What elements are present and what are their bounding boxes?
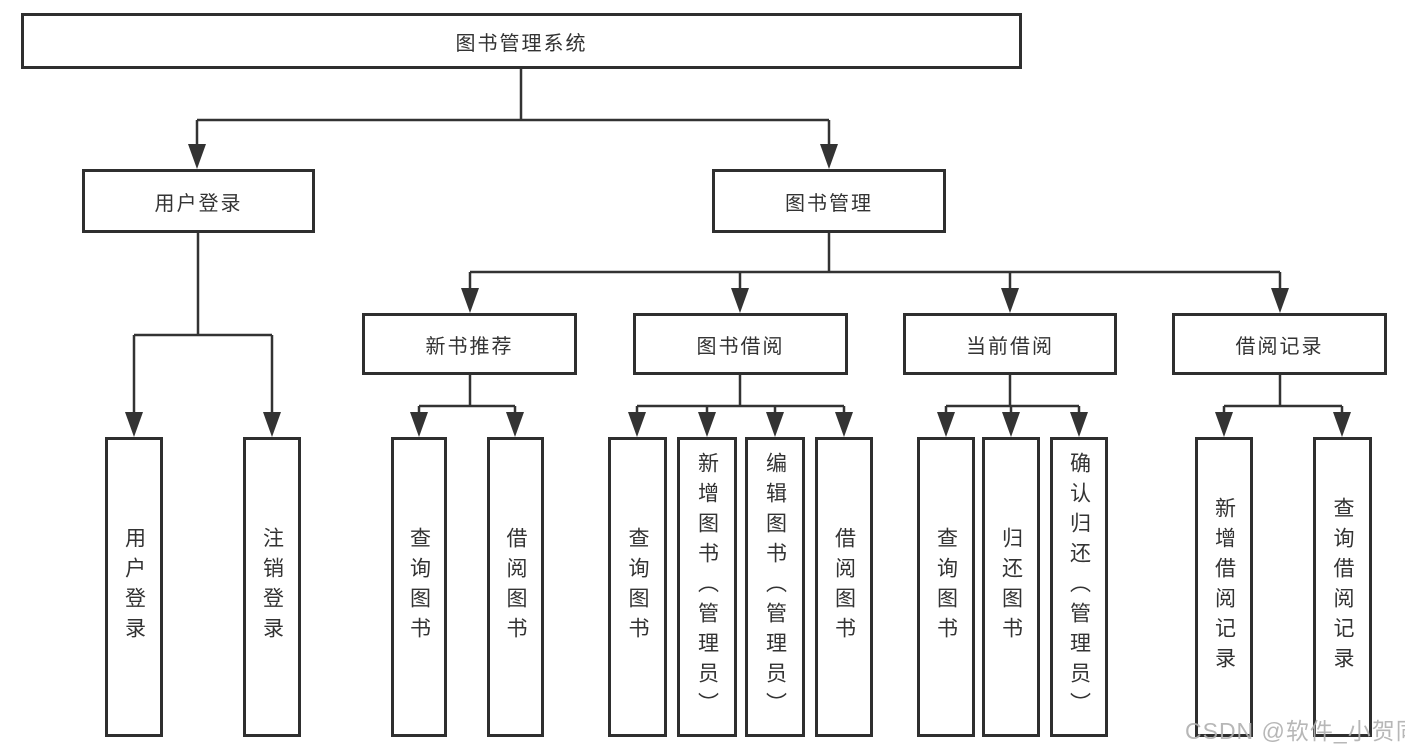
arrowhead	[410, 412, 428, 437]
connector-book-borrow-to-leaves	[635, 375, 846, 412]
leaf-add-borrow-record-label: 新增借阅记录	[1212, 497, 1236, 677]
leaf-query-books-3-label: 查询图书	[934, 527, 958, 647]
node-current-borrow-label: 当前借阅	[966, 335, 1054, 358]
arrowhead	[263, 412, 281, 437]
arrowheads	[125, 144, 1351, 437]
node-book-borrow-label: 图书借阅	[696, 335, 785, 358]
node-new-book-recommend: 新书推荐	[362, 313, 577, 375]
leaf-borrow-books-2: 借阅图书	[815, 437, 873, 737]
leaf-query-books-1-label: 查询图书	[407, 527, 431, 647]
leaf-logout-label: 注销登录	[260, 527, 284, 647]
leaf-user-login-label: 用户登录	[122, 527, 146, 647]
leaf-return-books: 归还图书	[982, 437, 1040, 737]
arrowhead	[1002, 412, 1020, 437]
arrowhead	[698, 412, 716, 437]
leaf-logout: 注销登录	[243, 437, 301, 737]
connector-user-login-to-leaves	[132, 233, 274, 412]
node-new-book-recommend-label: 新书推荐	[425, 335, 514, 358]
leaf-add-books-admin-label: 新增图书（管理员）	[695, 452, 719, 722]
connector-current-borrow-to-leaves	[944, 375, 1081, 412]
arrowhead	[125, 412, 143, 437]
arrowhead	[766, 412, 784, 437]
leaf-query-borrow-record: 查询借阅记录	[1313, 437, 1372, 737]
leaf-add-borrow-record: 新增借阅记录	[1195, 437, 1253, 737]
node-book-management-label: 图书管理	[785, 192, 873, 215]
arrowhead	[937, 412, 955, 437]
arrowhead	[461, 288, 479, 313]
leaf-query-books-2-label: 查询图书	[626, 527, 649, 647]
connector-root-to-level2	[195, 69, 831, 144]
leaf-query-borrow-record-label: 查询借阅记录	[1331, 497, 1354, 677]
arrowhead	[628, 412, 646, 437]
leaf-query-books-2: 查询图书	[608, 437, 667, 737]
node-library-system: 图书管理系统	[21, 13, 1022, 69]
leaf-confirm-return-admin: 确认归还（管理员）	[1050, 437, 1108, 737]
leaf-edit-books-admin: 编辑图书（管理员）	[745, 437, 805, 737]
node-borrow-records-label: 借阅记录	[1235, 335, 1324, 358]
connector-borrow-records-to-leaves	[1222, 375, 1344, 412]
arrowhead	[1333, 412, 1351, 437]
leaf-return-books-label: 归还图书	[999, 527, 1023, 647]
leaf-borrow-books-1: 借阅图书	[487, 437, 544, 737]
leaf-user-login: 用户登录	[105, 437, 163, 737]
leaf-query-books-1: 查询图书	[391, 437, 447, 737]
arrowhead	[731, 288, 749, 313]
connector-book-mgmt-to-level3	[468, 233, 1282, 288]
node-borrow-records: 借阅记录	[1172, 313, 1387, 375]
arrowhead	[1215, 412, 1233, 437]
arrowhead	[506, 412, 524, 437]
leaf-confirm-return-admin-label: 确认归还（管理员）	[1067, 452, 1091, 722]
connector-new-books-to-leaves	[417, 375, 517, 412]
leaf-edit-books-admin-label: 编辑图书（管理员）	[763, 452, 787, 722]
leaf-borrow-books-2-label: 借阅图书	[832, 527, 856, 647]
arrowhead	[820, 144, 838, 169]
arrowhead	[835, 412, 853, 437]
leaf-add-books-admin: 新增图书（管理员）	[677, 437, 737, 737]
node-book-management: 图书管理	[712, 169, 946, 233]
arrowhead	[1271, 288, 1289, 313]
arrowhead	[188, 144, 206, 169]
leaf-query-books-3: 查询图书	[917, 437, 975, 737]
leaf-borrow-books-1-label: 借阅图书	[504, 527, 527, 647]
node-current-borrow: 当前借阅	[903, 313, 1117, 375]
node-book-borrow: 图书借阅	[633, 313, 848, 375]
arrowhead	[1070, 412, 1088, 437]
node-library-system-label: 图书管理系统	[455, 32, 588, 55]
arrowhead	[1001, 288, 1019, 313]
node-user-login: 用户登录	[82, 169, 315, 233]
node-user-login-label: 用户登录	[154, 192, 243, 215]
